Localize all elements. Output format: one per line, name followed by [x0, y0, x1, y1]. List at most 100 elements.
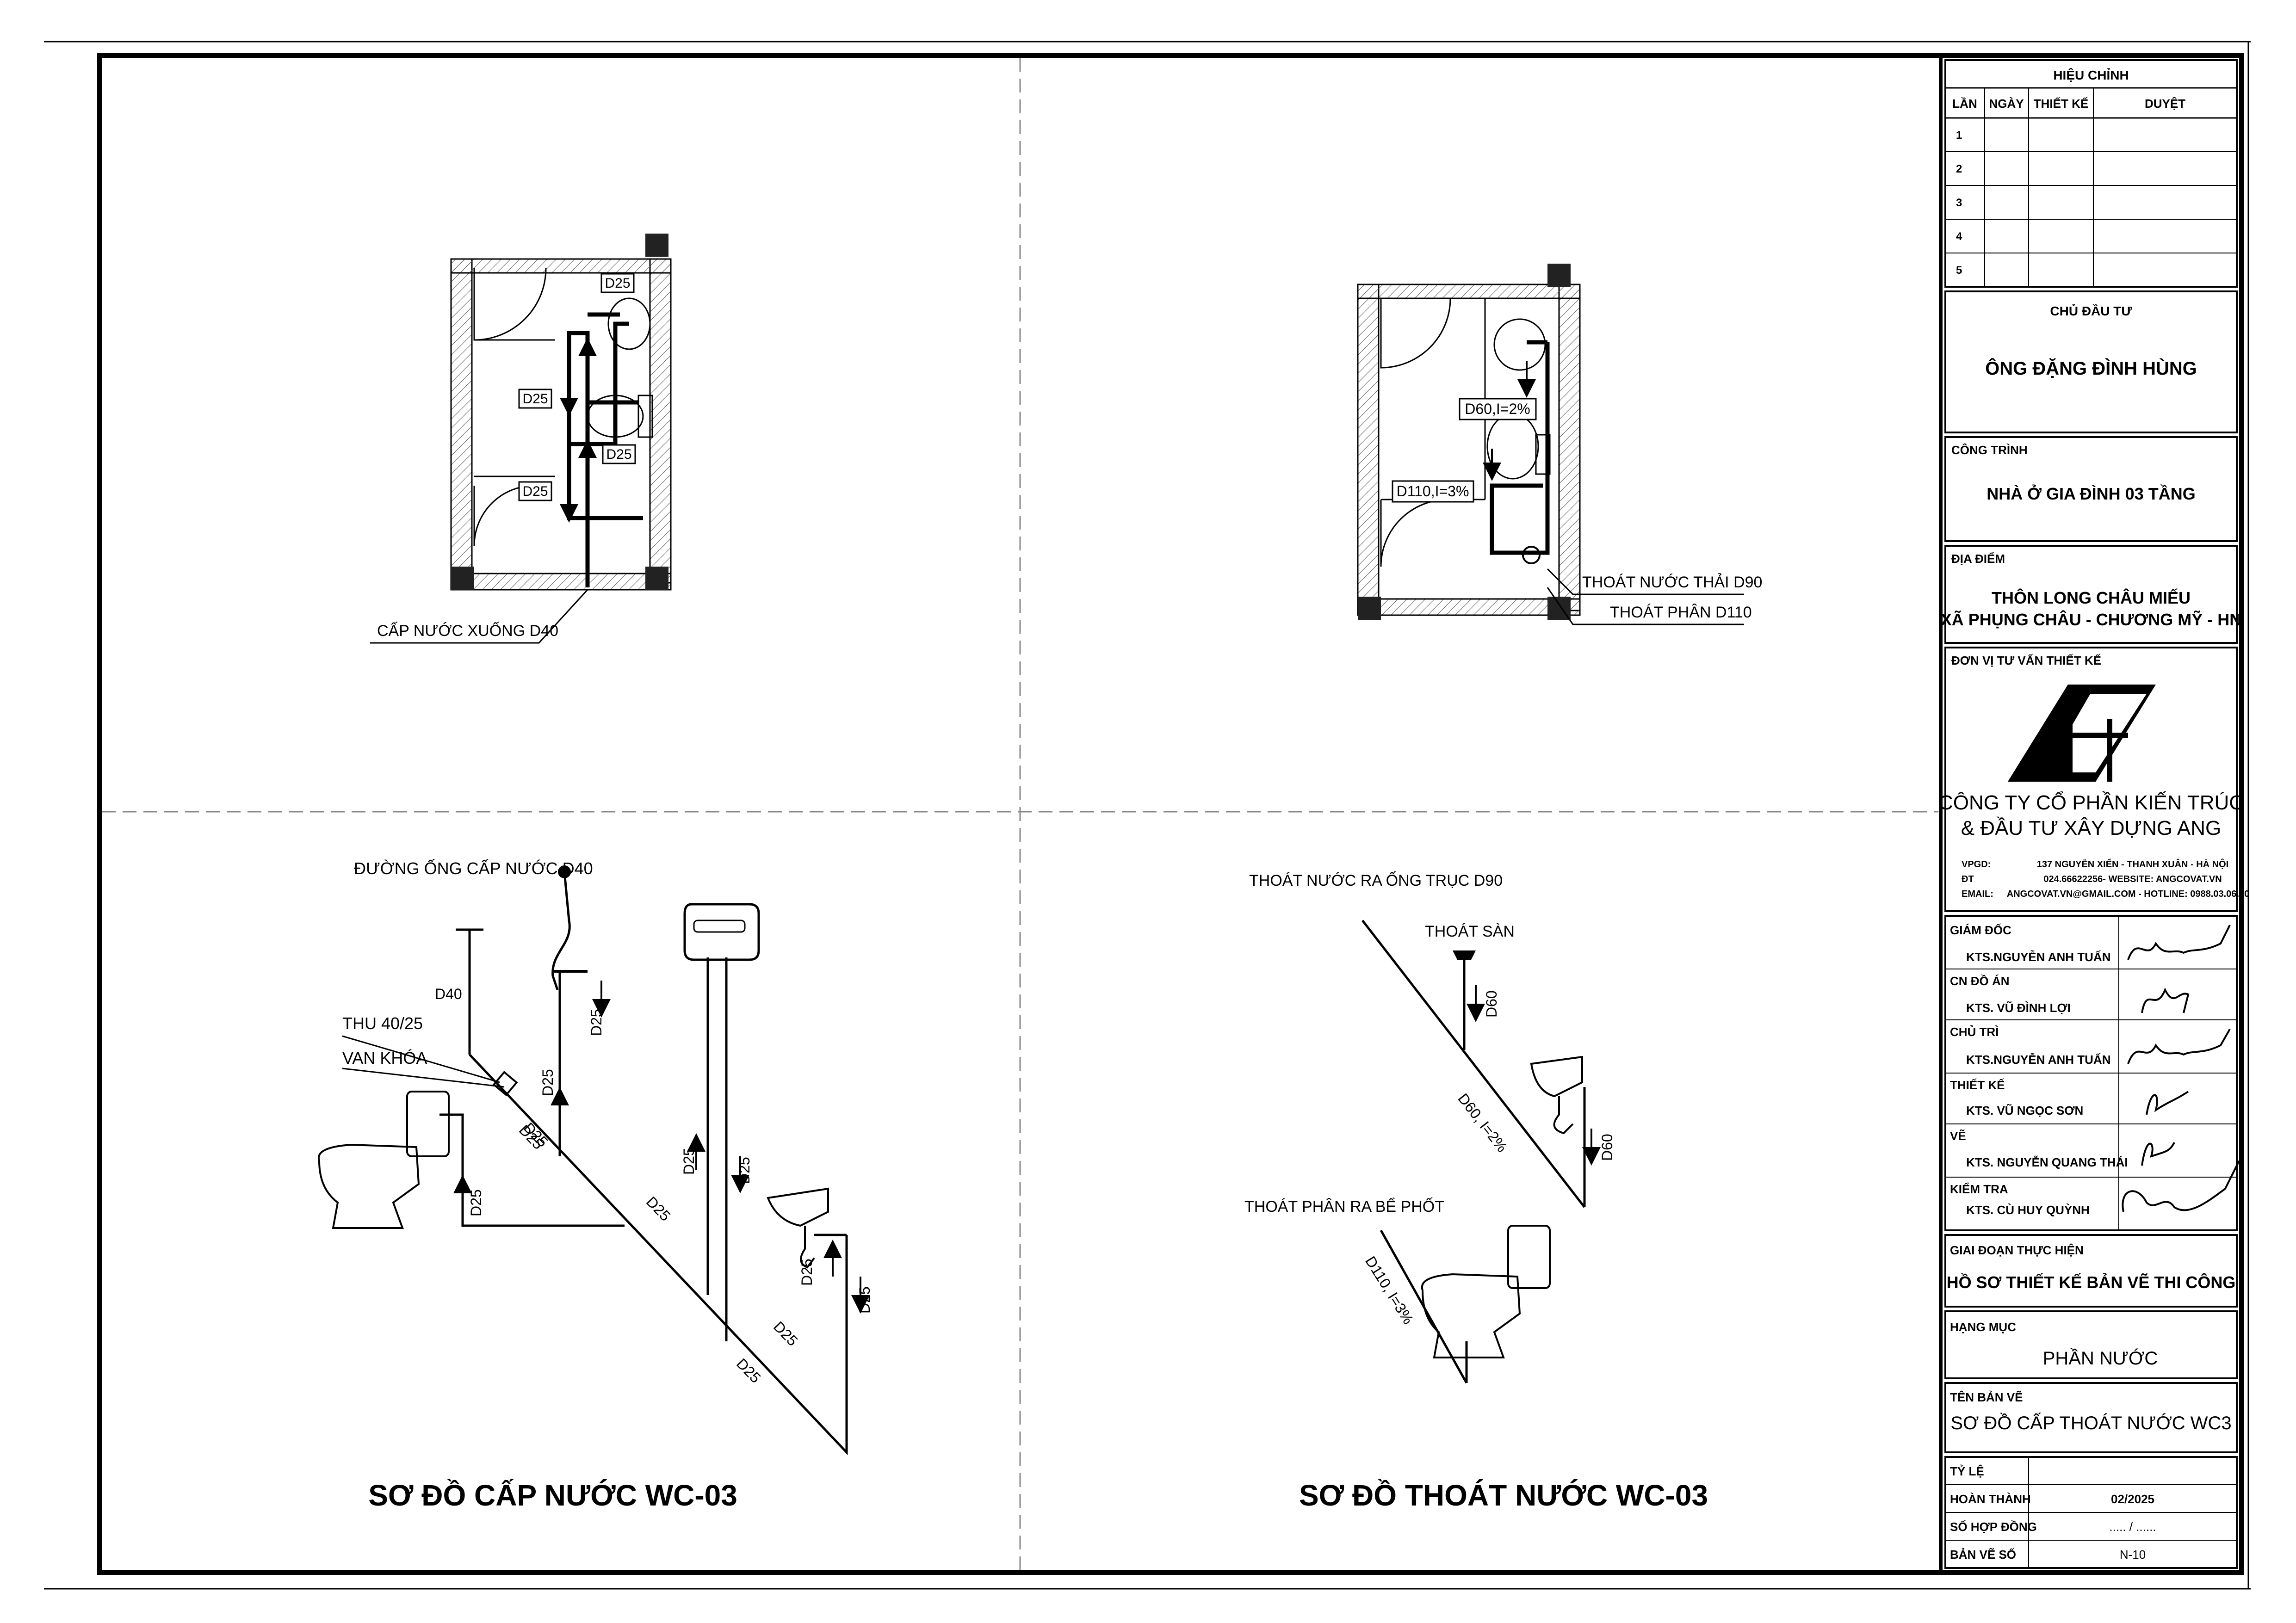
wall-right	[649, 258, 672, 584]
wall-left	[1357, 284, 1380, 611]
category-label: HẠNG MỤC	[1950, 1320, 2016, 1334]
supply-plan-callout: CẤP NƯỚC XUỐNG D40	[377, 622, 558, 640]
supply-plan-drawing: D25 D25 D25 D25 CẤP NƯỚC XUỐNG D40	[370, 234, 672, 644]
phase-label: GIAI ĐOẠN THỰC HIỆN	[1950, 1243, 2084, 1257]
pipe-label: D25	[522, 484, 548, 499]
meta-value: ..... / ......	[2109, 1520, 2156, 1534]
drawing-name-value: SƠ ĐỒ CẤP THOÁT NƯỚC WC3	[1950, 1412, 2231, 1433]
drain-plan-callout: THOÁT NƯỚC THẢI D90	[1582, 574, 1762, 591]
signature-name: KTS. NGUYỄN QUANG THÁI	[1966, 1155, 2128, 1169]
basin-trap	[800, 1226, 815, 1269]
toilet-fixture	[317, 1143, 420, 1229]
pipe-label: D25	[588, 1009, 605, 1036]
septic-label: THOÁT PHÂN RA BỂ PHỐT	[1244, 1197, 1444, 1216]
meta-value: 02/2025	[2111, 1492, 2154, 1506]
signature-name: KTS.NGUYỄN ANH TUẤN	[1966, 950, 2110, 964]
meta-value: N-10	[2120, 1548, 2146, 1561]
heater-body	[683, 903, 760, 961]
location-label: ĐỊA ĐIỂM	[1951, 552, 2005, 566]
pipe-label: D25	[798, 1259, 815, 1286]
main-drain-pipe	[1362, 919, 1585, 1208]
pipe-label: D110,I=3%	[1397, 483, 1469, 500]
basin-fixture	[607, 297, 651, 350]
revision-table	[1944, 59, 2238, 288]
pipe-label-box	[1459, 398, 1537, 420]
location-line1: THÔN LONG CHÂU MIẾU	[1992, 588, 2191, 607]
contact-value: ANGCOVAT.VN@GMAIL.COM - HOTLINE: 0988.03…	[2007, 889, 2249, 899]
revision-row-number: 3	[1956, 197, 1962, 209]
revision-header: THIẾT KẾ	[2034, 97, 2088, 111]
meta-label: SỐ HỢP ĐỒNG	[1950, 1520, 2037, 1534]
signature-role: VẼ	[1950, 1129, 1966, 1143]
signature-name: KTS. VŨ ĐÌNH LỢI	[1966, 1001, 2071, 1015]
valve-leader	[342, 1068, 505, 1088]
contact-label: ĐT	[1962, 874, 1974, 884]
pipe-label: D25	[643, 1193, 674, 1224]
slope-label: D110, I=3%	[1362, 1253, 1417, 1327]
signature-role: THIẾT KẾ	[1950, 1078, 2005, 1092]
project-label: CÔNG TRÌNH	[1951, 443, 2028, 457]
drawing-name-label: TÊN BẢN VẼ	[1950, 1390, 2023, 1404]
valve-label: VAN KHÓA	[342, 1049, 427, 1068]
revision-header: NGÀY	[1989, 97, 2024, 111]
main-pipe-label: ĐƯỜNG ỐNG CẤP NƯỚC D40	[354, 858, 593, 878]
column	[451, 567, 474, 590]
pipe-label: D60,I=2%	[1465, 401, 1530, 417]
consultant-label: ĐƠN VỊ TƯ VẤN THIẾT KẾ	[1951, 654, 2101, 667]
basin-trap	[1553, 1096, 1574, 1135]
door-swing	[473, 268, 547, 341]
branch-pipe	[439, 1113, 625, 1227]
drawing-border	[97, 53, 2244, 1575]
main-diagonal-pipe	[469, 1054, 848, 1456]
toilet-tank	[1535, 434, 1551, 475]
pipe-label: D25	[522, 391, 548, 407]
investor-label: CHỦ ĐẦU TƯ	[2050, 303, 2132, 318]
signature-name: KTS. VŨ NGỌC SƠN	[1966, 1104, 2083, 1117]
signature-name: KTS.NGUYỄN ANH TUẤN	[1966, 1053, 2110, 1067]
signature-role: GIÁM ĐỐC	[1950, 923, 2011, 937]
drain-plan-callout: THOÁT PHÂN D110	[1610, 604, 1752, 621]
column	[1358, 597, 1381, 620]
wall-top	[1357, 284, 1581, 299]
revision-row-number: 4	[1956, 230, 1962, 243]
toilet-tank	[1507, 1225, 1551, 1289]
pipe-label: D25	[605, 276, 630, 291]
pipe-label: D25	[606, 447, 631, 462]
phase-value: HỒ SƠ THIẾT KẾ BẢN VẼ THI CÔNG	[1947, 1272, 2236, 1292]
drain-iso-drawing: THOÁT NƯỚC RA ỐNG TRỤC D90 THOÁT SÀN D60…	[1244, 871, 1708, 1512]
meta-label: HOÀN THÀNH	[1950, 1492, 2031, 1506]
toilet-fixture	[1421, 1273, 1521, 1358]
supply-iso-title: SƠ ĐỒ CẤP NƯỚC WC-03	[368, 1479, 737, 1512]
revision-header: LẦN	[1952, 97, 1977, 111]
wall-left	[450, 258, 473, 584]
company-logo	[2008, 685, 2156, 782]
pipe-label: D25	[770, 1318, 801, 1349]
pipe-label: D25	[736, 1157, 753, 1184]
column	[1547, 264, 1571, 287]
pipe-label-box	[1392, 480, 1474, 503]
company-name-line2: & ĐẦU TƯ XÂY DỰNG ANG	[1961, 816, 2222, 839]
basin-fixture	[1530, 1055, 1583, 1098]
wall-right	[1558, 284, 1581, 611]
pipe-label: D25	[468, 1189, 484, 1216]
revision-title: HIỆU CHỈNH	[2053, 68, 2129, 82]
signature-role: CN ĐỒ ÁN	[1950, 974, 2010, 988]
reducer-leader	[342, 1035, 500, 1083]
meta-label: BẢN VẼ SỐ	[1950, 1548, 2016, 1561]
pipe-label-box	[602, 444, 636, 464]
project-value: NHÀ Ở GIA ĐÌNH 03 TẦNG	[1987, 484, 2195, 503]
floor-drain-symbol	[1453, 950, 1476, 960]
location-line2: XÃ PHỤNG CHÂU - CHƯƠNG MỸ - HN	[1941, 610, 2242, 629]
revision-header: DUYỆT	[2145, 97, 2185, 111]
stack-label: THOÁT NƯỚC RA ỐNG TRỤC D90	[1249, 871, 1503, 889]
company-name-line1: CÔNG TY CỔ PHẦN KIẾN TRÚC	[1938, 790, 2244, 814]
wall-bottom	[450, 573, 672, 591]
pipe-label-box	[518, 481, 552, 501]
wall-top	[450, 258, 672, 274]
basin-fixture	[767, 1187, 829, 1227]
floor-drain-label: THOÁT SÀN	[1425, 923, 1515, 940]
revision-row-number: 1	[1956, 129, 1962, 142]
category-value: PHẦN NƯỚC	[2043, 1347, 2158, 1369]
drain-pipe-network	[1490, 340, 1550, 555]
